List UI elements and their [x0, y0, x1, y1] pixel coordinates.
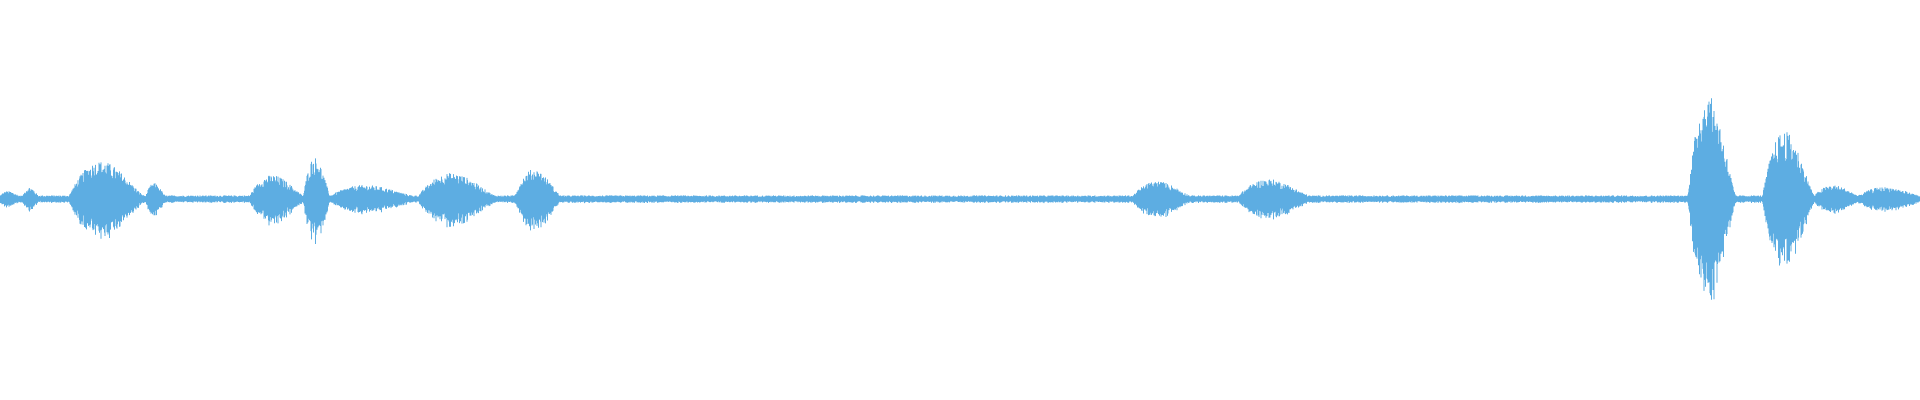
- audio-waveform[interactable]: [0, 0, 1920, 400]
- waveform-svg[interactable]: [0, 0, 1920, 400]
